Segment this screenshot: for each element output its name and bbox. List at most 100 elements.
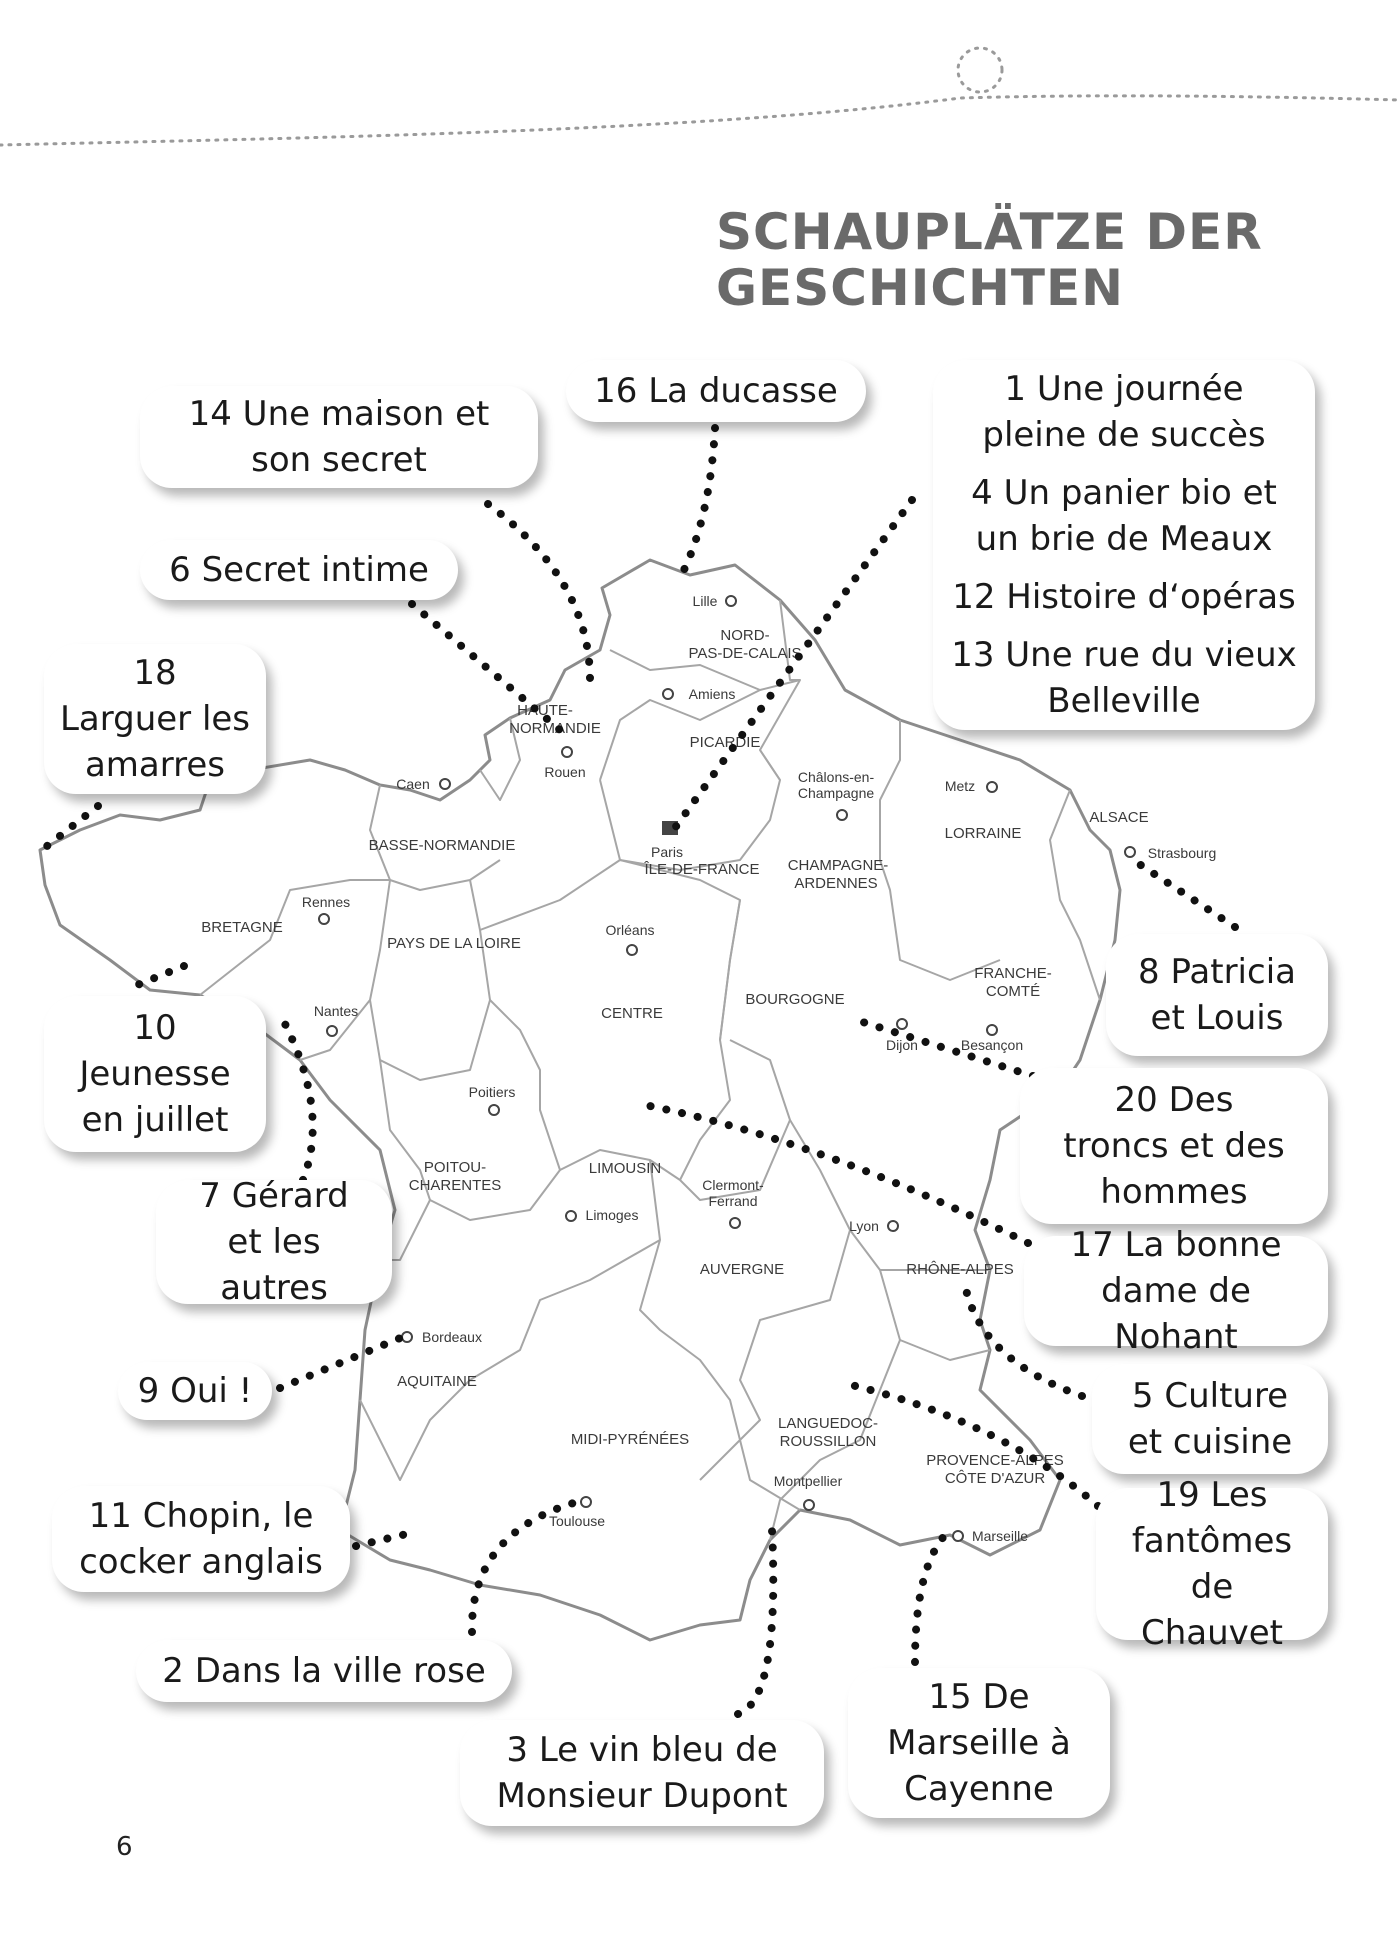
region-label: ALSACE xyxy=(1089,809,1148,826)
story-entry: 12 Histoire d‘opéras xyxy=(952,577,1296,617)
france-outline xyxy=(38,558,1122,1642)
leader-line xyxy=(38,802,102,854)
region-label: HAUTE-NORMANDIE xyxy=(509,702,601,737)
region-label: BOURGOGNE xyxy=(745,991,844,1008)
region-label: ÎLE-DE-FRANCE xyxy=(643,861,759,878)
leader-line xyxy=(276,1332,409,1392)
region-label: MIDI-PYRÉNÉES xyxy=(571,1431,689,1448)
leader-line xyxy=(961,1281,1086,1400)
city-marker xyxy=(887,1220,899,1232)
city-marker xyxy=(986,1024,998,1036)
city-label: Rouen xyxy=(544,764,585,780)
city-label: Marseille xyxy=(972,1528,1028,1544)
story-callout: 10 Jeunesse en juillet xyxy=(44,996,266,1152)
city-marker xyxy=(318,913,330,925)
page-title: SCHAUPLÄTZE DER GESCHICHTEN xyxy=(716,204,1356,316)
story-callout: 19 Les fantômes de Chauvet xyxy=(1096,1475,1328,1653)
story-callout: 18 Larguer les amarres xyxy=(44,644,266,794)
region-labels: NORD-PAS-DE-CALAIS PICARDIE HAUTE-NORMAN… xyxy=(201,627,1148,1487)
story-entry: 19 Les fantômes de Chauvet xyxy=(1131,1475,1293,1653)
leader-line xyxy=(641,1101,1032,1247)
story-callout: 8 Patricia et Louis xyxy=(1106,934,1328,1056)
leader-line xyxy=(408,600,564,734)
city-label: Paris xyxy=(651,844,683,860)
story-callout: 20 Des troncs et des hommes xyxy=(1020,1068,1328,1224)
leader-line xyxy=(278,1014,317,1184)
city-labels: Lille Amiens Rouen Caen Paris Châlons-en… xyxy=(302,593,1216,1544)
city-marker xyxy=(488,1104,500,1116)
city-marker xyxy=(561,746,573,758)
city-label: Clermont-Ferrand xyxy=(702,1177,764,1209)
page-number: 6 xyxy=(116,1832,133,1862)
story-entry: 14 Une maison et son secret xyxy=(188,394,490,480)
story-entry: 15 De Marseille à Cayenne xyxy=(887,1677,1071,1809)
city-marker xyxy=(729,1217,741,1229)
region-label: CHAMPAGNE-ARDENNES xyxy=(788,857,889,892)
story-entry: 2 Dans la ville rose xyxy=(162,1651,486,1691)
city-label: Lille xyxy=(693,593,718,609)
city-label: Nantes xyxy=(314,1003,358,1019)
story-entry: 13 Une rue du vieux Belleville xyxy=(951,635,1297,721)
city-marker xyxy=(896,1018,908,1030)
city-marker xyxy=(836,809,848,821)
story-entry: 18 Larguer les amarres xyxy=(59,653,251,785)
story-entry: 7 Gérard et les autres xyxy=(199,1176,349,1308)
story-callout: 11 Chopin, le cocker anglais xyxy=(52,1486,350,1592)
region-label: LANGUEDOC-ROUSSILLON xyxy=(778,1415,878,1450)
story-entry: 16 La ducasse xyxy=(594,371,838,411)
region-label: BRETAGNE xyxy=(201,919,282,936)
region-label: LORRAINE xyxy=(945,825,1022,842)
story-callout: 16 La ducasse xyxy=(566,360,866,422)
city-marker xyxy=(725,595,737,607)
city-marker xyxy=(580,1496,592,1508)
city-label: Amiens xyxy=(689,686,736,702)
city-label: Caen xyxy=(396,776,429,792)
story-entry: 17 La bonne dame de Nohant xyxy=(1070,1225,1282,1357)
leader-lines xyxy=(38,424,1239,1718)
title-line-2: GESCHICHTEN xyxy=(716,259,1124,317)
city-label: Montpellier xyxy=(774,1473,843,1489)
city-label: Strasbourg xyxy=(1148,845,1216,861)
title-line-1: SCHAUPLÄTZE DER xyxy=(716,203,1263,261)
city-marker xyxy=(401,1331,413,1343)
leader-line xyxy=(1126,854,1239,931)
region-label: BASSE-NORMANDIE xyxy=(369,837,516,854)
story-callout: 17 La bonne dame de Nohant xyxy=(1024,1225,1328,1357)
region-label: RHÔNE-ALPES xyxy=(906,1261,1014,1278)
city-markers xyxy=(318,595,1136,1542)
decorative-dotted-circle xyxy=(956,46,1004,94)
story-entry: 10 Jeunesse en juillet xyxy=(79,1008,231,1140)
story-callout: 7 Gérard et les autres xyxy=(156,1176,392,1308)
city-marker xyxy=(439,778,451,790)
story-callout: 9 Oui ! xyxy=(118,1362,272,1420)
city-marker xyxy=(986,781,998,793)
city-marker xyxy=(326,1025,338,1037)
story-entry: 4 Un panier bio et un brie de Meaux xyxy=(971,473,1277,559)
city-label: Châlons-en-Champagne xyxy=(798,769,875,801)
city-label: Toulouse xyxy=(549,1513,605,1529)
story-entry: 11 Chopin, le cocker anglais xyxy=(79,1496,323,1582)
story-callout: 6 Secret intime xyxy=(140,540,458,600)
city-label: Metz xyxy=(945,778,975,794)
city-label: Bordeaux xyxy=(422,1329,482,1345)
city-marker xyxy=(626,944,638,956)
leader-line xyxy=(121,962,188,994)
leader-line xyxy=(911,1531,949,1666)
leader-line xyxy=(668,496,916,836)
story-callout: 1 Une journée pleine de succès 4 Un pani… xyxy=(933,360,1315,730)
story-callout: 5 Culture et cuisine xyxy=(1092,1364,1328,1474)
city-label: Poitiers xyxy=(469,1084,516,1100)
city-marker xyxy=(662,688,674,700)
region-label: NORD-PAS-DE-CALAIS xyxy=(688,627,801,662)
city-marker xyxy=(565,1210,577,1222)
city-marker xyxy=(803,1499,815,1511)
city-label: Orléans xyxy=(605,922,654,938)
city-label: Limoges xyxy=(586,1207,639,1223)
region-label: LIMOUSIN xyxy=(589,1160,662,1177)
leader-line xyxy=(839,1379,1102,1510)
leader-line xyxy=(352,1528,419,1550)
region-label: AQUITAINE xyxy=(397,1373,477,1390)
